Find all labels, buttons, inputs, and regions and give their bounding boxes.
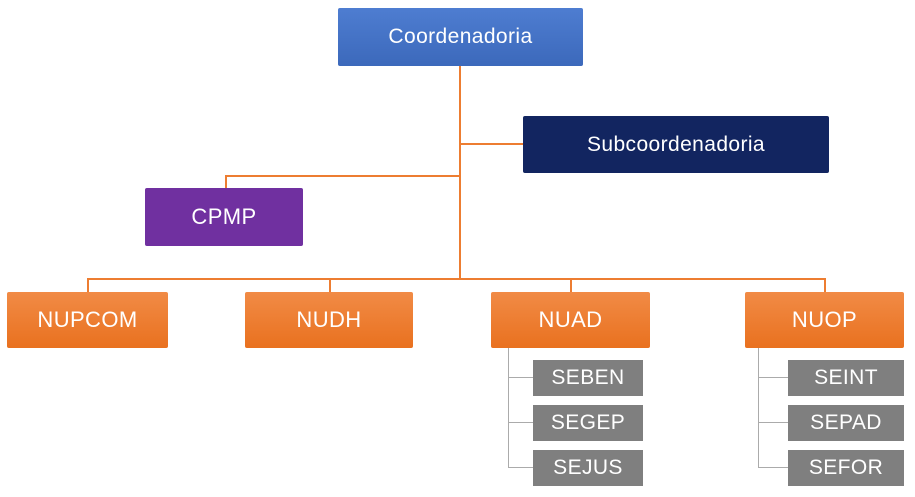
connector-stub-sepad: [758, 422, 789, 424]
connector-cpmp-horizontal: [225, 175, 460, 177]
connector-stub-nuop: [824, 278, 826, 293]
connector-stub-sejus: [508, 467, 534, 469]
connector-nuop-sections-vertical: [758, 348, 760, 468]
node-subcoordenadoria: Subcoordenadoria: [523, 116, 829, 173]
connector-subcoordenadoria-branch: [460, 143, 523, 145]
node-nudh: NUDH: [245, 292, 413, 348]
node-nuop: NUOP: [745, 292, 904, 348]
connector-trunk-vertical: [459, 66, 461, 279]
node-seint: SEINT: [788, 360, 904, 396]
connector-stub-nudh: [329, 278, 331, 293]
node-segep: SEGEP: [533, 405, 643, 441]
node-nupcom: NUPCOM: [7, 292, 168, 348]
connector-cpmp-drop: [225, 175, 227, 189]
node-nuad: NUAD: [491, 292, 650, 348]
connector-departments-bus: [87, 278, 825, 280]
connector-stub-seint: [758, 377, 789, 379]
node-seben: SEBEN: [533, 360, 643, 396]
node-coordenadoria: Coordenadoria: [338, 8, 583, 66]
connector-stub-nupcom: [87, 278, 89, 293]
connector-stub-nuad: [570, 278, 572, 293]
connector-nuad-sections-vertical: [508, 348, 510, 468]
connector-stub-segep: [508, 422, 534, 424]
connector-stub-seben: [508, 377, 534, 379]
node-sejus: SEJUS: [533, 450, 643, 486]
connector-stub-sefor: [758, 467, 789, 469]
node-cpmp: CPMP: [145, 188, 303, 246]
node-sefor: SEFOR: [788, 450, 904, 486]
node-sepad: SEPAD: [788, 405, 904, 441]
